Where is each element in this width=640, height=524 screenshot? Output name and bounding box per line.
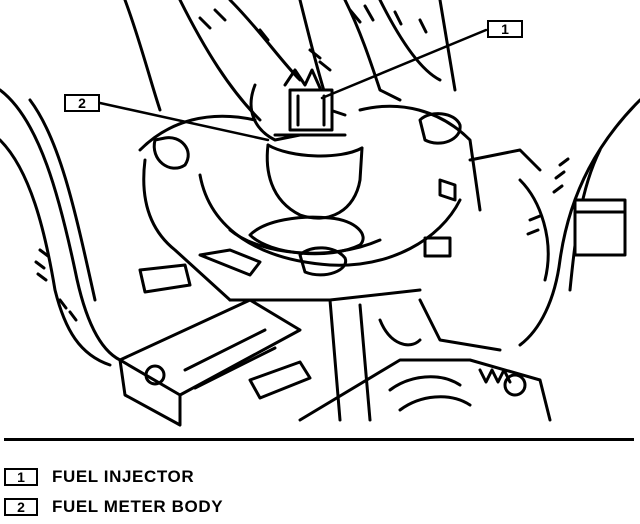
- callout-1-leader-line: [320, 28, 488, 100]
- legend-item-fuel-injector: 1 FUEL INJECTOR: [4, 466, 194, 488]
- legend-number: 1: [4, 468, 38, 486]
- fuel-injector-drawing: [265, 68, 364, 220]
- callout-1: 1: [487, 20, 523, 38]
- throttle-body-illustration: [0, 0, 640, 427]
- callout-2: 2: [64, 94, 100, 112]
- upper-hand-drawing: [123, 0, 457, 142]
- base-linkage-drawing: [118, 246, 552, 427]
- left-hand-drawing: [0, 88, 122, 367]
- legend-divider: [4, 438, 634, 441]
- legend-label: FUEL METER BODY: [52, 497, 224, 516]
- legend-number: 2: [4, 498, 38, 516]
- right-hand-drawing: [518, 98, 640, 347]
- legend-item-fuel-meter-body: 2 FUEL METER BODY: [4, 496, 223, 518]
- callout-2-leader-line: [98, 101, 270, 142]
- throttle-body-housing-drawing: [138, 104, 550, 302]
- legend-label: FUEL INJECTOR: [52, 467, 195, 486]
